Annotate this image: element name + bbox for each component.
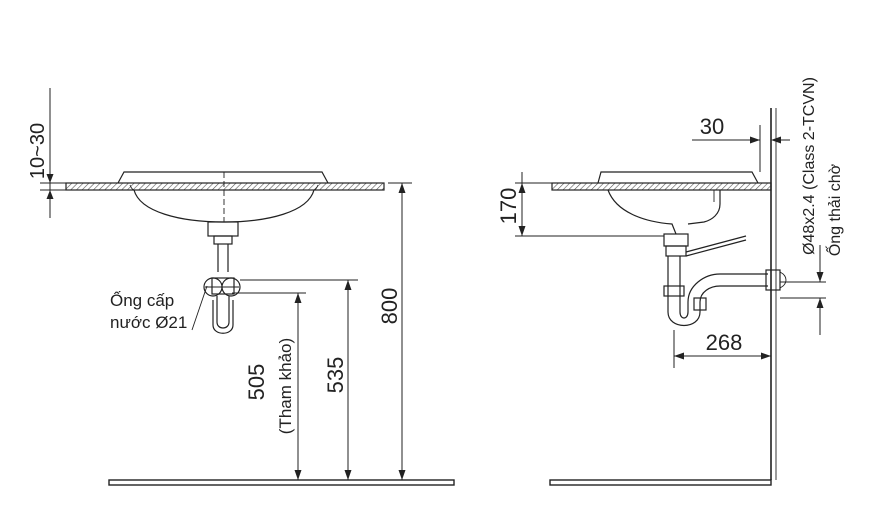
dim-trap-offset-label: 268 xyxy=(706,330,743,355)
dim-counter-gap-label: 10~30 xyxy=(27,123,49,179)
front-view xyxy=(65,171,455,486)
dim-wall-gap-label: 30 xyxy=(700,114,724,139)
drain-spec-label: Ø48x2.4 (Class 2-TCVN) xyxy=(801,77,818,255)
front-countertop xyxy=(65,182,385,191)
side-basin-rim xyxy=(597,171,759,184)
dim-basin-depth-label: 170 xyxy=(496,188,521,225)
dim-supply-height-label: 505 xyxy=(244,364,269,401)
dim-supply-note-label: (Tham khảo) xyxy=(276,338,295,434)
dim-mid-height-label: 535 xyxy=(323,357,348,394)
side-basin-bowl xyxy=(607,189,677,235)
drain-pipe-label: Ống thải chờ xyxy=(824,163,844,256)
side-p-trap xyxy=(667,285,768,326)
front-basin-rim xyxy=(117,171,329,184)
side-countertop xyxy=(551,182,772,191)
supply-pipe-label-line1: Ống cấp xyxy=(110,290,174,310)
front-drain-neck xyxy=(207,221,239,237)
side-view xyxy=(549,108,787,486)
side-valve-lever xyxy=(685,235,747,253)
side-floor xyxy=(549,479,772,486)
dim-total-height-label: 800 xyxy=(377,288,402,325)
front-dimensions xyxy=(40,88,412,480)
front-floor xyxy=(108,479,455,486)
supply-pipe-label-line2: nước Ø21 xyxy=(110,313,187,332)
front-trap xyxy=(216,296,230,329)
side-drain-neck xyxy=(663,233,689,247)
side-dimensions xyxy=(515,125,826,368)
side-wall-fitting xyxy=(765,269,781,291)
